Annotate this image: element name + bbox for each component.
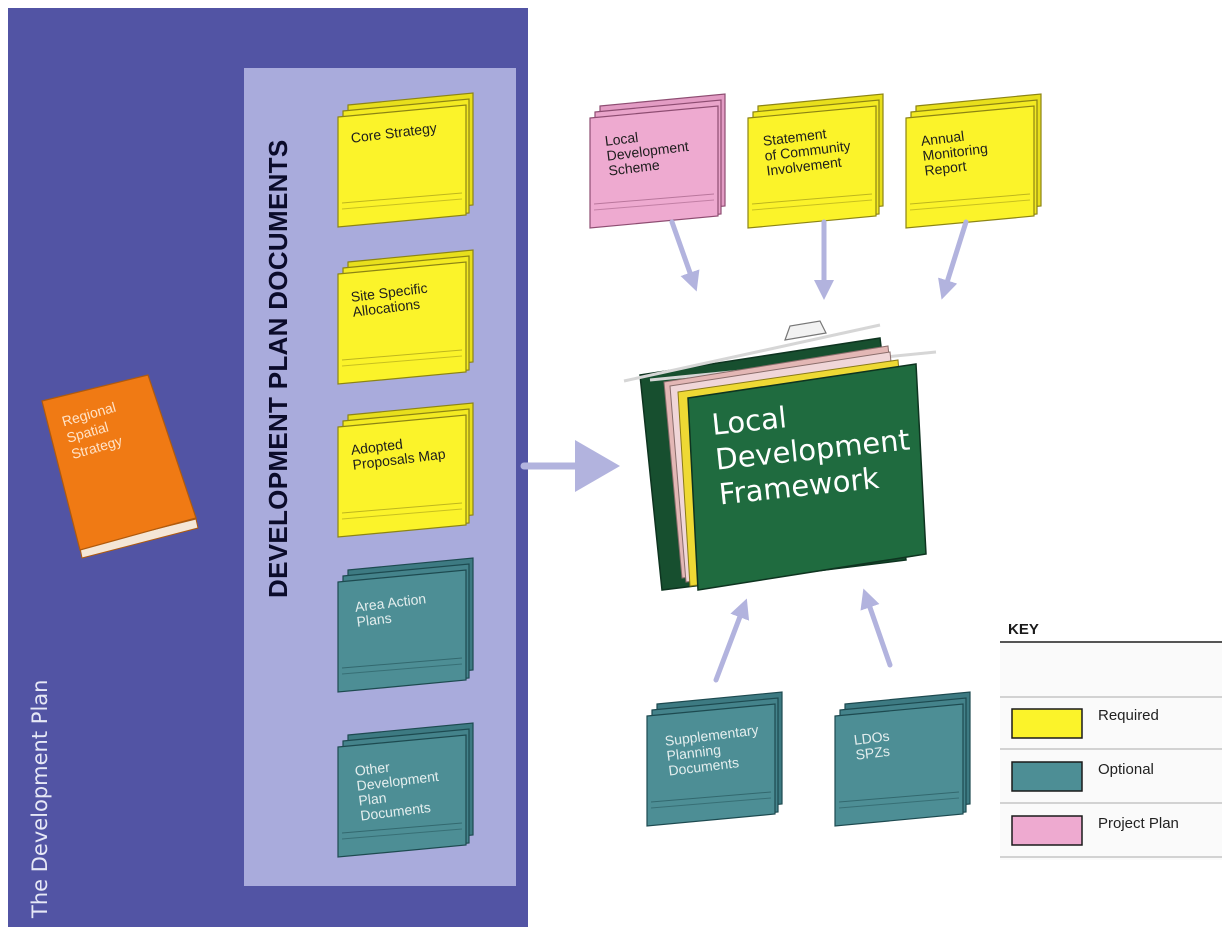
ldos-spzs-label: LDOs SPZs [852, 727, 891, 763]
arrow-ldos-to-ldf [860, 588, 893, 668]
legend-label-optional: Optional [1098, 761, 1154, 778]
legend-label-required: Required [1098, 707, 1159, 724]
legend-title: KEY [1008, 621, 1039, 638]
dpd-heading: DEVELOPMENT PLAN DOCUMENTS [263, 139, 293, 598]
arrow-spd-to-ldf [713, 598, 750, 683]
legend-label-project-plan: Project Plan [1098, 815, 1179, 832]
arrow-amr-to-ldf [938, 219, 969, 300]
local-development-framework-label: Local Development Framework [710, 400, 912, 512]
development-plan-label: The Development Plan [28, 679, 52, 918]
other-dpd-label: Other Development Plan Documents [353, 758, 440, 824]
arrow-lds-to-ldf [669, 219, 700, 292]
regional-spatial-strategy-book [41, 374, 199, 559]
folder-core-strategy [338, 93, 473, 227]
arrow-dpd-to-ldf-head [575, 440, 620, 492]
legend-swatch-required [1011, 708, 1083, 739]
arrows [520, 219, 969, 683]
legend [1000, 641, 1222, 860]
local-development-framework-folder [623, 320, 937, 591]
legend-swatch-project-plan [1011, 815, 1083, 846]
annual-monitoring-report-label: Annual Monitoring Report [919, 127, 989, 179]
legend-swatch-optional [1011, 761, 1083, 792]
